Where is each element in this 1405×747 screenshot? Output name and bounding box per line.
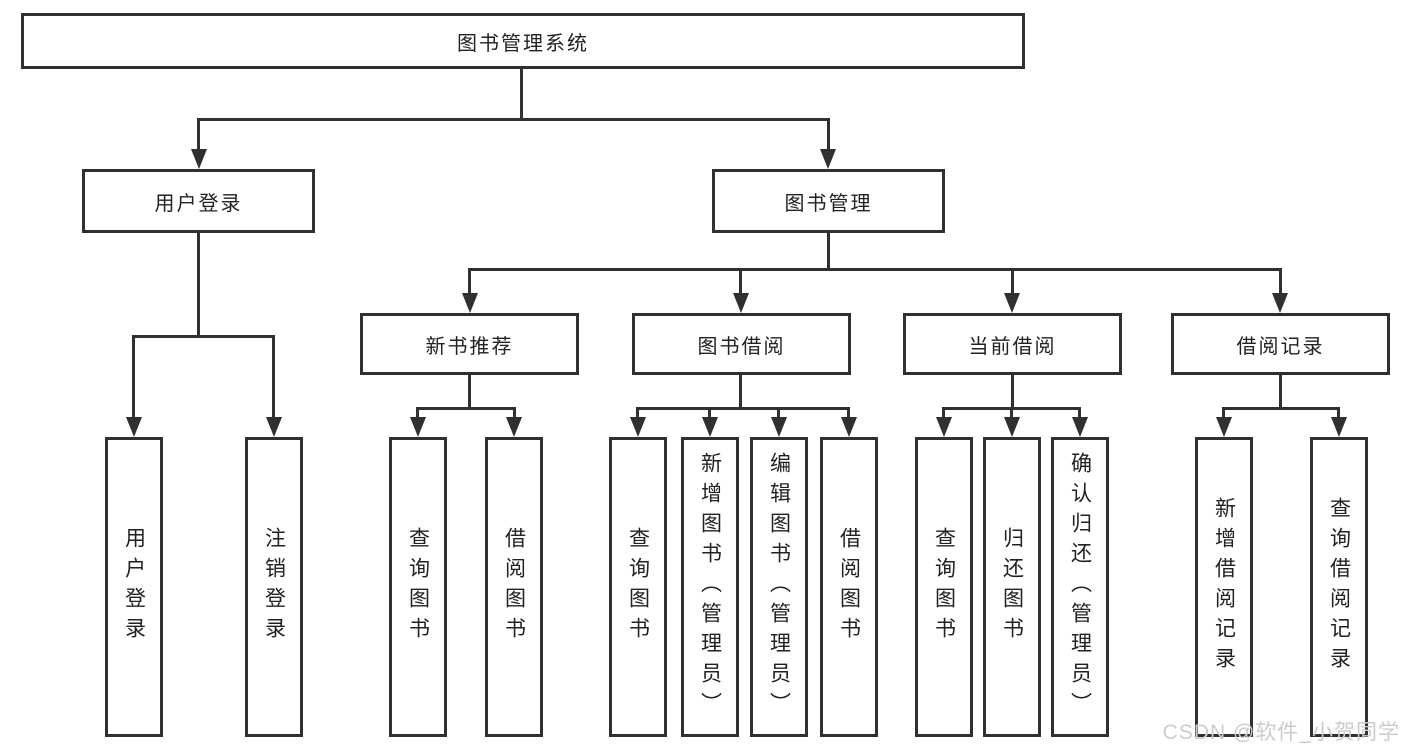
node-label: 编辑图书（管理员） [767, 452, 791, 722]
connector [468, 268, 1282, 271]
connector [942, 407, 1081, 410]
node-label: 新书推荐 [425, 335, 514, 358]
arrow-down-icon [936, 417, 952, 437]
node-label: 当前借阅 [968, 335, 1057, 358]
arrow-down-icon [462, 293, 478, 313]
connector [197, 119, 200, 152]
connector [272, 336, 275, 420]
csdn-watermark: CSDN @软件_小贺同学 [1162, 721, 1400, 744]
node-logout: 注销登录 [245, 437, 303, 737]
node-user-login: 用户登录 [82, 169, 315, 233]
node-query-books-newbook: 查询图书 [389, 437, 447, 737]
connector [1279, 374, 1282, 410]
node-label: 借阅图书 [502, 527, 526, 647]
node-book-management: 图书管理 [712, 169, 945, 233]
connector [197, 232, 200, 338]
connector [468, 374, 471, 410]
connector [847, 407, 850, 421]
connector [197, 118, 830, 121]
connector [1222, 407, 1225, 421]
connector [1011, 269, 1014, 296]
arrow-down-icon [702, 417, 718, 437]
node-new-book-recommend: 新书推荐 [360, 313, 579, 375]
node-label: 归还图书 [1000, 527, 1024, 647]
node-label: 新增图书（管理员） [698, 452, 722, 722]
connector [739, 269, 742, 296]
node-label: 新增借阅记录 [1212, 497, 1236, 677]
node-label: 用户登录 [154, 192, 243, 215]
node-book-borrow: 图书借阅 [632, 313, 851, 375]
arrow-down-icon [126, 417, 142, 437]
node-label: 注销登录 [262, 527, 286, 647]
node-confirm-return-admin: 确认归还（管理员） [1051, 437, 1109, 737]
connector [416, 407, 516, 410]
node-edit-book-admin: 编辑图书（管理员） [750, 437, 808, 737]
node-label: 确认归还（管理员） [1068, 452, 1092, 722]
node-add-borrow-record: 新增借阅记录 [1195, 437, 1253, 737]
node-borrow-records: 借阅记录 [1171, 313, 1390, 375]
arrow-down-icon [1272, 293, 1288, 313]
node-borrow-books-borrow: 借阅图书 [820, 437, 878, 737]
node-query-books-borrow: 查询图书 [609, 437, 667, 737]
connector [1010, 407, 1013, 421]
node-borrow-books-newbook: 借阅图书 [485, 437, 543, 737]
connector [827, 119, 830, 152]
node-label: 用户登录 [122, 527, 146, 647]
arrow-down-icon [1072, 417, 1088, 437]
node-user-login-leaf: 用户登录 [105, 437, 163, 737]
connector [777, 407, 780, 421]
connector [416, 407, 419, 421]
arrow-down-icon [820, 149, 836, 169]
arrow-down-icon [771, 417, 787, 437]
connector [827, 232, 830, 271]
node-label: 借阅记录 [1236, 335, 1325, 358]
node-query-books-current: 查询图书 [915, 437, 973, 737]
connector [1279, 269, 1282, 296]
node-label: 借阅图书 [837, 527, 861, 647]
connector [132, 335, 275, 338]
arrow-down-icon [841, 417, 857, 437]
connector [1011, 374, 1014, 410]
connector [520, 68, 523, 120]
node-label: 图书管理 [784, 192, 873, 215]
connector [636, 407, 639, 421]
arrow-down-icon [266, 417, 282, 437]
node-label: 图书管理系统 [457, 32, 589, 55]
connector [1222, 407, 1340, 410]
connector [708, 407, 711, 421]
node-add-book-admin: 新增图书（管理员） [681, 437, 739, 737]
arrow-down-icon [506, 417, 522, 437]
node-label: 查询图书 [626, 527, 650, 647]
connector [1337, 407, 1340, 421]
node-library-system: 图书管理系统 [21, 13, 1025, 69]
arrow-down-icon [410, 417, 426, 437]
node-return-book: 归还图书 [983, 437, 1041, 737]
arrow-down-icon [1331, 417, 1347, 437]
node-label: 查询图书 [932, 527, 956, 647]
connector [468, 269, 471, 296]
arrow-down-icon [1216, 417, 1232, 437]
connector [636, 407, 850, 410]
connector [942, 407, 945, 421]
arrow-down-icon [733, 293, 749, 313]
node-label: 查询借阅记录 [1327, 497, 1351, 677]
connector [132, 336, 135, 420]
node-current-borrow: 当前借阅 [903, 313, 1122, 375]
connector [513, 407, 516, 421]
connector [739, 374, 742, 410]
arrow-down-icon [1004, 293, 1020, 313]
node-label: 图书借阅 [697, 335, 786, 358]
node-label: 查询图书 [406, 527, 430, 647]
arrow-down-icon [630, 417, 646, 437]
arrow-down-icon [1004, 417, 1020, 437]
node-query-borrow-record: 查询借阅记录 [1310, 437, 1368, 737]
arrow-down-icon [191, 149, 207, 169]
connector [1078, 407, 1081, 421]
